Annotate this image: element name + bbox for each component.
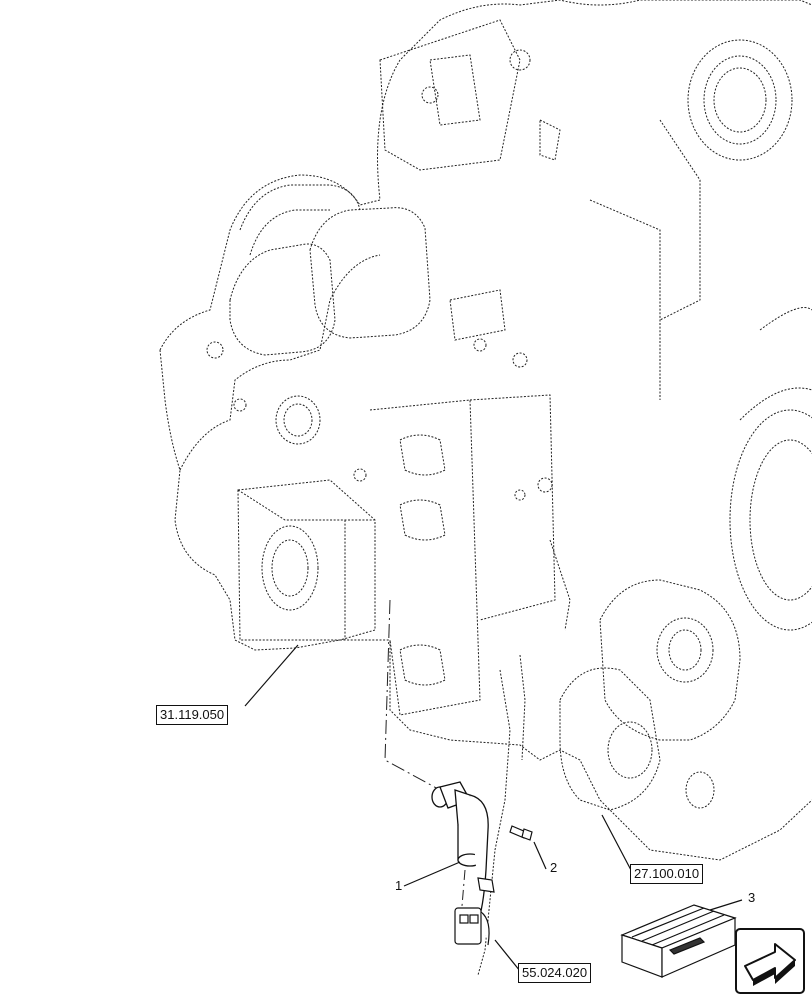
sensor-part-1 bbox=[431, 781, 489, 916]
next-page-arrow-icon[interactable] bbox=[735, 928, 805, 994]
assembly-centerline bbox=[384, 599, 441, 791]
reference-label-55-024-020[interactable]: 55.024.020 bbox=[518, 963, 592, 983]
bolt-part-2 bbox=[509, 825, 533, 841]
leader-lines bbox=[244, 644, 743, 972]
callout-number-2: 2 bbox=[550, 860, 558, 875]
reference-label-31-119-050[interactable]: 31.119.050 bbox=[156, 705, 229, 725]
repair-kit-box-icon bbox=[620, 904, 737, 978]
engine-housing-outline bbox=[159, 0, 812, 976]
connector-plug bbox=[454, 877, 495, 946]
callout-number-1: 1 bbox=[395, 878, 403, 893]
callout-number-3: 3 bbox=[748, 890, 756, 905]
reference-label-27-100-010[interactable]: 27.100.010 bbox=[630, 864, 704, 884]
